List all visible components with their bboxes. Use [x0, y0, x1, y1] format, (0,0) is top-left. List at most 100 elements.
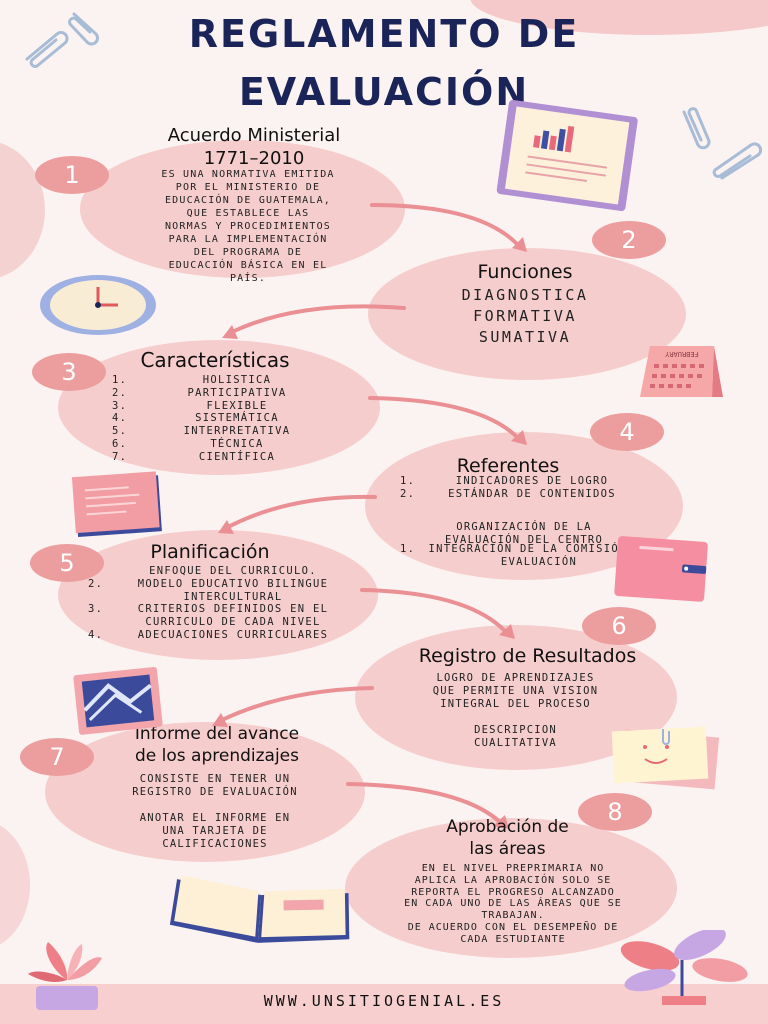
potted-plant-icon — [28, 942, 102, 1010]
section-8-title-line1: Aprobación de — [446, 817, 569, 837]
arrow-3-to-4 — [368, 396, 520, 440]
section-8-body: EN EL NIVEL PREPRIMARIA NO APLICA LA APR… — [352, 863, 674, 946]
list-number: 4. — [112, 412, 128, 425]
section-4-middle: ORGANIZACIÓN DE LA EVALUACIÓN DEL CENTRO — [400, 521, 648, 547]
list-text: CRITERIOS DEFINIDOS EN EL CURRICULO DE C… — [137, 603, 329, 629]
section-6-line: CUALITATIVA — [474, 737, 557, 749]
section-1-title: Acuerdo Ministerial 1771–2010 — [118, 124, 390, 170]
section-1-body: ES UNA NORMATIVA EMITIDA POR EL MINISTER… — [108, 168, 388, 285]
arrow-6-to-7 — [220, 686, 374, 722]
list-text: INTEGRACIÓN DE LA COMISIÓN DE EVALUACIÓN — [428, 543, 650, 568]
list-item: 3.FLEXIBLE — [112, 400, 334, 413]
list-item: 6. TÉCNICA — [112, 438, 334, 451]
section-8-line: DE ACUERDO CON EL DESEMPEÑO DE — [407, 921, 619, 933]
list-item: 4. SISTEMÁTICA — [112, 412, 334, 425]
list-text: TÉCNICA — [210, 437, 264, 450]
footer-url[interactable]: WWW.UNSITIOGENIAL.ES — [263, 992, 505, 1010]
list-text: ADECUACIONES CURRICULARES — [137, 628, 329, 641]
section-8-blob — [345, 818, 677, 958]
potted-plant-icon — [620, 930, 748, 1005]
section-1-line: ES UNA NORMATIVA EMITIDA — [161, 169, 335, 180]
section-8-line: TRABAJAN. — [481, 910, 545, 922]
section-8-line: EN CADA UNO DE LAS ÁREAS QUE SE — [404, 898, 622, 910]
section-6-line: LOGRO DE APRENDIZAJES — [436, 672, 595, 684]
list-number: 6. — [112, 437, 128, 450]
list-number: 1. — [400, 543, 416, 555]
section-1-line: QUE ESTABLECE LAS — [186, 208, 310, 219]
picture-frame-icon — [73, 667, 163, 735]
section-8-line: REPORTA EL PROGRESO ALCANZADO — [411, 886, 615, 898]
section-1-line: PARA LA IMPLEMENTACIÓN — [168, 234, 328, 245]
page-title-line2: EVALUACIÓN — [238, 70, 530, 114]
section-1-number: 1 — [35, 156, 109, 194]
arrow-7-to-8 — [346, 782, 502, 824]
section-6-line: INTEGRAL DEL PROCESO — [440, 698, 591, 710]
list-item: 4. ADECUACIONES CURRICULARES — [88, 629, 350, 642]
list-item: 2.ESTÁNDAR DE CONTENIDOS — [400, 488, 636, 501]
arrow-5-to-6 — [360, 588, 508, 634]
sticky-note-icon — [611, 726, 720, 790]
section-7-body: CONSISTE EN TENER UN REGISTRO DE EVALUAC… — [90, 773, 340, 851]
planner-icon — [614, 536, 708, 602]
list-item: 5.INTERPRETATIVA — [112, 425, 334, 438]
list-text: HOLISTICA — [202, 374, 272, 386]
section-5-blob — [58, 530, 378, 660]
clipboard-chart-icon — [496, 100, 638, 212]
list-text: SISTEMÁTICA — [195, 412, 279, 425]
section-4-line: ORGANIZACIÓN DE LA — [456, 521, 592, 533]
section-7-line — [90, 799, 340, 812]
notebook-icon — [71, 471, 162, 537]
section-8-title-line2: las áreas — [469, 839, 546, 859]
clock-icon — [40, 275, 156, 335]
list-item: 3. CRITERIOS DEFINIDOS EN EL CURRICULO DE… — [88, 603, 350, 629]
list-number: 1. — [400, 475, 416, 487]
open-book-icon — [169, 875, 350, 943]
list-text: INTERPRETATIVA — [183, 425, 291, 438]
list-text: FLEXIBLE — [206, 399, 268, 412]
section-3-title: Características — [140, 348, 290, 372]
list-number: 3. — [88, 603, 104, 616]
list-number: 2. — [88, 577, 104, 590]
section-5-number: 5 — [30, 544, 104, 582]
section-3-number: 3 — [32, 353, 106, 391]
section-8-title: Aprobación de las áreas — [400, 816, 615, 860]
section-6-number: 6 — [582, 607, 656, 645]
list-item: 1. INDICADORES DE LOGRO — [400, 475, 636, 488]
section-7-line: REGISTRO DE EVALUACIÓN — [132, 786, 298, 798]
section-1-blob — [80, 140, 405, 278]
list-number: 7. — [112, 450, 128, 463]
section-7-blob — [45, 722, 365, 862]
function-item: SUMATIVA — [478, 328, 572, 346]
arrow-4-to-5 — [226, 494, 377, 529]
section-7-line: CONSISTE EN TENER UN — [139, 773, 291, 785]
section-3-blob — [58, 340, 380, 475]
section-7-title-line1: Informe del avance — [134, 724, 300, 744]
section-7-number: 7 — [20, 738, 94, 776]
section-2-blob — [368, 248, 686, 380]
section-7-line: UNA TARJETA DE — [162, 825, 268, 837]
list-number: 2. — [112, 386, 128, 399]
section-8-line: EN EL NIVEL PREPRIMARIA NO — [421, 863, 605, 874]
section-2-title: Funciones — [477, 261, 573, 283]
section-2-number: 2 — [592, 221, 666, 259]
section-1-line: PAÍS. — [229, 273, 267, 284]
paperclip-icon — [682, 107, 763, 180]
arrow-2-to-3 — [230, 304, 406, 334]
list-text: ENFOQUE DEL CURRICULO. — [149, 565, 317, 577]
section-6-line: QUE PERMITE UNA VISION — [432, 685, 599, 697]
section-8-line: CADA ESTUDIANTE — [460, 933, 566, 945]
list-item: ENFOQUE DEL CURRICULO. — [88, 565, 350, 578]
section-4-list: 1. INDICADORES DE LOGRO 2.ESTÁNDAR DE CON… — [400, 475, 636, 501]
section-8-number: 8 — [578, 793, 652, 831]
section-7-title: Informe del avance de los aprendizajes — [82, 723, 352, 767]
section-3-list: 1.HOLISTICA 2.PARTICIPATIVA 3.FLEXIBLE 4… — [112, 374, 334, 464]
list-number: 1. — [112, 374, 128, 386]
calendar-icon: FEBRUARY — [640, 346, 723, 397]
list-number: 4. — [88, 628, 104, 641]
list-text: ESTÁNDAR DE CONTENIDOS — [448, 487, 616, 500]
function-item: DIAGNOSTICA — [461, 286, 589, 304]
section-5-list: ENFOQUE DEL CURRICULO. 2.MODELO EDUCATIV… — [88, 565, 350, 642]
section-6-title: Registro de Resultados — [418, 645, 637, 667]
section-1-line: NORMAS Y PROCEDIMIENTOS — [164, 221, 332, 232]
list-text: INDICADORES DE LOGRO — [455, 475, 609, 487]
